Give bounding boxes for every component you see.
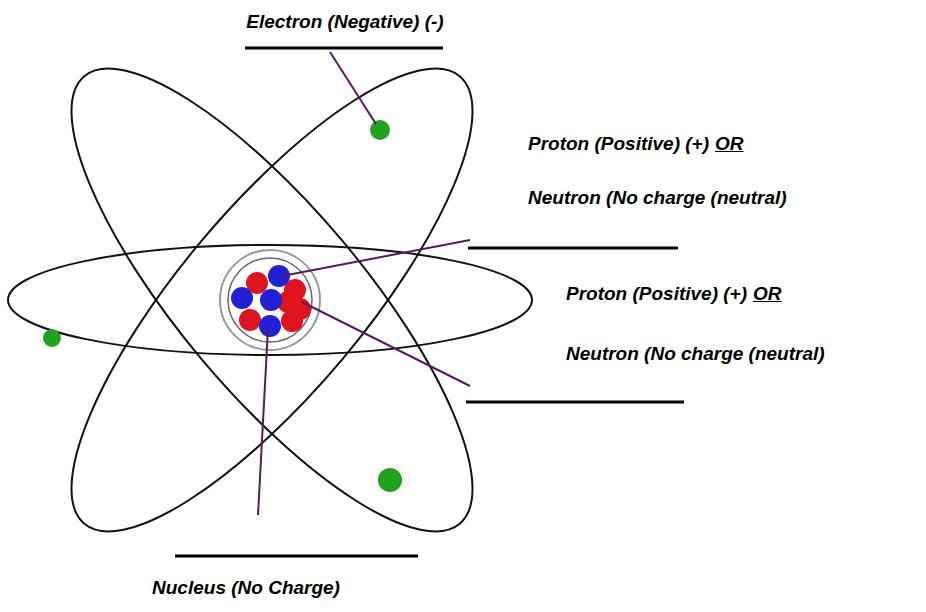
label-line: Nucleus (No Charge) <box>152 576 340 600</box>
part-label: Nucleus (No Charge) <box>152 577 340 598</box>
label-line: Neutron (No charge (neutral) <box>566 342 825 366</box>
part-label: Neutron (No charge (neutral) <box>528 187 787 208</box>
nucleons <box>231 265 311 337</box>
nucleus-inner <box>228 258 312 342</box>
part-label: Proton (Positive) (+) <box>566 283 747 304</box>
orbit <box>14 17 530 583</box>
label-line: Proton (Positive) (+) OR <box>566 282 782 306</box>
or-label: OR <box>753 283 782 304</box>
or-label: OR <box>715 133 744 154</box>
orbit <box>14 17 530 583</box>
leader-lines <box>258 52 470 515</box>
part-label: Neutron (No charge (neutral) <box>566 343 825 364</box>
orbit <box>8 245 532 355</box>
part-label: Electron (Negative) (-) <box>246 11 443 32</box>
label-line: Neutron (No charge (neutral) <box>528 186 787 210</box>
electrons <box>43 120 402 492</box>
nucleus-outline <box>220 250 320 350</box>
part-label: Proton (Positive) (+) <box>528 133 709 154</box>
label-line: Electron (Negative) (-) <box>246 10 443 34</box>
label-line: Proton (Positive) (+) OR <box>528 132 744 156</box>
